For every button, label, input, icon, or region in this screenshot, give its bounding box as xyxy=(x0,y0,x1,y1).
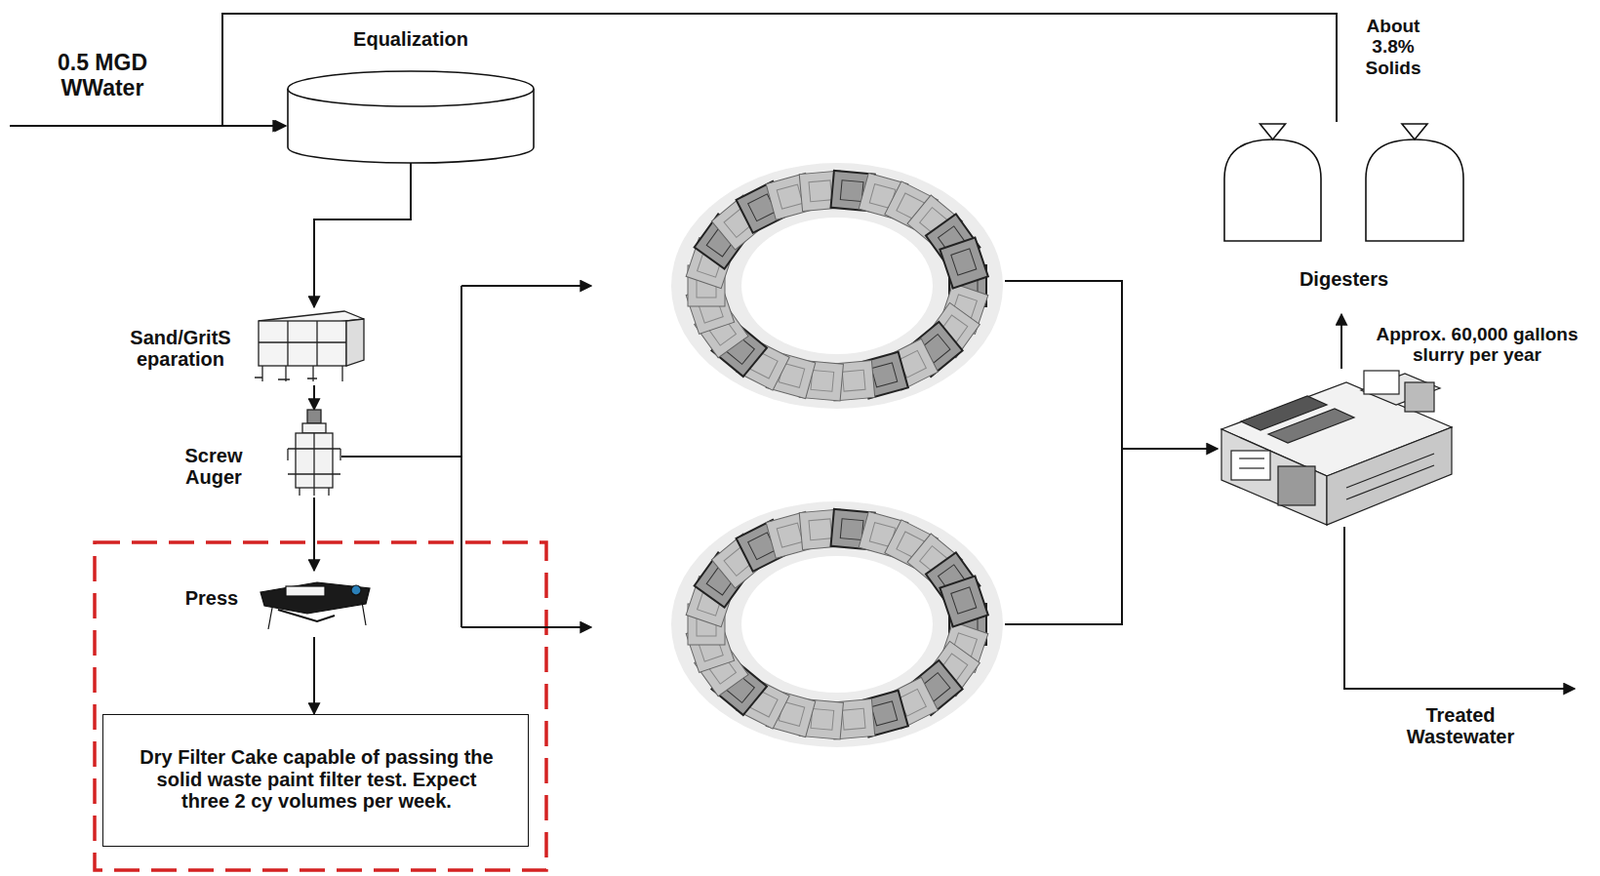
effluent-line xyxy=(1004,280,1122,625)
feed-arrow xyxy=(461,626,592,629)
screw-auger: Screw Auger xyxy=(160,409,347,498)
node-text: Sand/GritS eparation xyxy=(112,326,249,371)
equalization-tank: Equalization xyxy=(285,24,536,163)
flow-connector xyxy=(313,497,316,571)
feed-line xyxy=(341,285,462,628)
flow-label: 0.5 MGD WWater xyxy=(29,50,176,102)
node-text: Dry Filter Cake capable of passing the s… xyxy=(130,746,503,812)
process-box: Dry Filter Cake capable of passing the s… xyxy=(102,714,529,847)
node-text: Digesters xyxy=(1219,268,1469,290)
slurry-arrow xyxy=(1340,314,1343,369)
node-text: Press xyxy=(170,587,253,609)
treated-arrow xyxy=(1344,526,1575,689)
flow-note: Approx. 60,000 gallons slurry per year xyxy=(1368,323,1586,366)
outlet-label: Treated Wastewater xyxy=(1397,704,1524,749)
node-text: Equalization xyxy=(285,28,536,50)
ring-reactor xyxy=(671,162,1003,409)
feed-arrow xyxy=(461,284,592,287)
ring-reactor xyxy=(671,501,1003,748)
flow-connector xyxy=(313,637,316,715)
flow-connector xyxy=(313,385,316,410)
effluent-arrow xyxy=(1121,447,1218,450)
dashed-region xyxy=(94,542,547,871)
filter-press: Press xyxy=(170,570,376,638)
node-text: Screw Auger xyxy=(166,444,261,489)
edge-label: About 3.8% Solids xyxy=(1354,15,1433,79)
treatment-unit xyxy=(1221,370,1452,525)
flow-connector xyxy=(314,162,411,308)
digester-group: Digesters xyxy=(1219,121,1469,296)
grit-separator: Sand/GritS eparation xyxy=(112,307,366,386)
